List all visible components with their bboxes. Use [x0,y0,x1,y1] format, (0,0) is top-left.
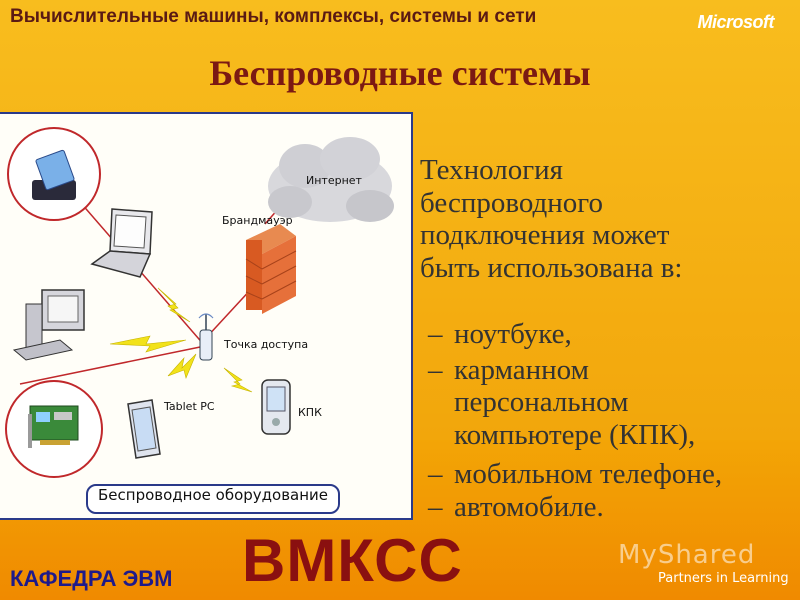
bullet-text: персональном [454,386,629,418]
intro-line: быть использована в: [420,251,683,284]
diagram-caption: Беспроводное оборудование [86,484,341,514]
lightning-icon [109,287,253,393]
tablet-label: Tablet PC [164,400,215,413]
list-item: – мобильном телефоне, [428,458,800,491]
laptop-icon [90,208,153,278]
pda-label: КПК [298,406,322,419]
bullet-text: автомобиле. [454,490,604,523]
microsoft-logo: Microsoft [697,12,775,32]
intro-line: Технология [420,154,563,186]
firewall-icon [245,224,297,314]
access-point-icon [198,313,214,361]
partners-label: Partners in Learning [658,571,789,586]
intro-text: Технология беспроводного подключения мож… [420,154,792,284]
list-item: – ноутбуке, [428,318,800,351]
bullet-text: компьютере (КПК), [454,418,696,451]
bullet-text: карманном [454,353,589,386]
access-point-label: Точка доступа [224,338,309,351]
cloud-icon [268,137,394,222]
pda-icon [261,379,291,435]
intro-line: беспроводного [420,186,603,219]
bullet-text: ноутбуке, [454,318,572,350]
department-label: КАФЕДРА ЭВМ [10,566,173,591]
slide-title: Беспроводные системы [209,53,591,93]
firewall-label: Брандмауэр [222,214,293,227]
list-item: – автомобиле. [428,491,800,524]
acronym-logo: ВМКСС [242,527,463,594]
intro-line: подключения может [420,219,670,251]
bullet-dash: – [428,490,443,523]
bullet-list: – ноутбуке, – карманном персональном ком… [428,318,800,523]
bullet-dash: – [428,353,443,386]
bullet-dash: – [428,318,443,350]
desktop-icon [12,289,85,361]
list-item: – карманном персональном компьютере (КПК… [428,354,800,452]
tablet-icon [127,399,161,459]
watermark: MyShared [618,540,756,570]
internet-label: Интернет [306,174,362,187]
network-diagram: Интернет Брандмауэр Точка доступа Tablet… [0,112,413,520]
bullet-dash: – [428,458,443,490]
link-line [19,345,206,385]
network-card-icon [28,405,79,448]
wireless-card-icon [32,149,76,200]
bullet-text: мобильном телефоне, [454,458,723,490]
course-title: Вычислительные машины, комплексы, систем… [10,6,537,27]
diagram-drawing [5,127,394,478]
